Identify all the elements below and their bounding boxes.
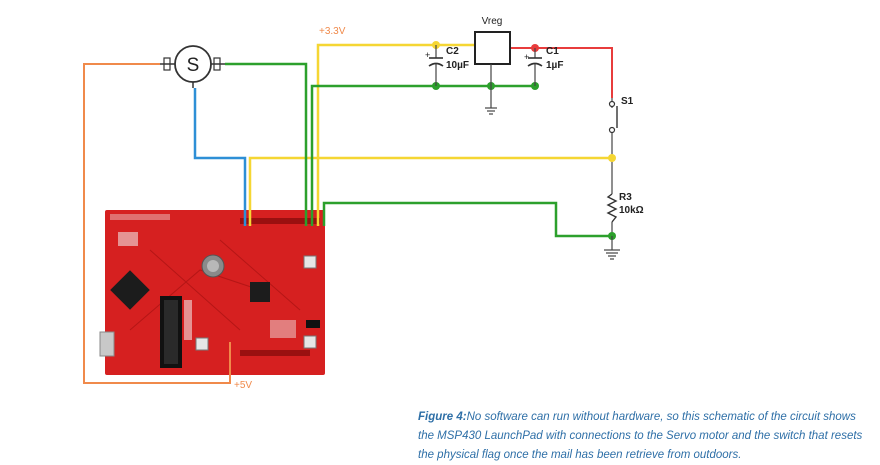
voltage-regulator: Vreg	[474, 16, 511, 108]
motor-symbol: S	[187, 55, 200, 76]
servo-motor: S	[160, 45, 225, 88]
board-usb	[99, 331, 115, 357]
capacitor-c1: + C1 1µF	[524, 46, 563, 86]
wire-orange-5v	[83, 63, 231, 384]
resistor-r3: R3 10kΩ	[606, 192, 644, 223]
switch-name: S1	[621, 96, 634, 107]
c1-name: C1	[546, 46, 559, 57]
ground-symbol	[604, 236, 620, 260]
capacitor-c2: + C2 10µF	[425, 45, 469, 86]
board-button-2	[303, 335, 317, 349]
c2-value: 10µF	[446, 60, 469, 71]
resistor-value: 10kΩ	[619, 205, 644, 216]
resistor-name: R3	[619, 192, 632, 203]
wire-green-gnd-bus	[310, 84, 535, 226]
c1-polarity: +	[524, 52, 529, 62]
wire-blue-signal	[193, 88, 247, 226]
wire-yellow-switch	[248, 156, 612, 226]
wire-green-motor-gnd	[225, 62, 308, 226]
switch-s1: S1	[608, 96, 634, 134]
board-chip-main	[250, 282, 270, 302]
wire-yellow-3v3	[316, 43, 475, 226]
c1-value: 1µF	[546, 60, 563, 71]
c2-polarity: +	[425, 50, 430, 60]
caption-text: No software can run without hardware, so…	[418, 411, 863, 461]
circuit-schematic: S Vreg + C2 10µF + C1 1µF	[83, 16, 644, 391]
wire-green-resistor-gnd	[322, 201, 612, 238]
rail-3v3-label: +3.3V	[319, 26, 346, 37]
board-button-1	[303, 255, 317, 269]
caption-label: Figure 4:	[418, 411, 467, 423]
board-button-3	[195, 337, 209, 351]
regulator-label: Vreg	[482, 16, 503, 27]
figure-caption: Figure 4:No software can run without har…	[418, 408, 864, 465]
wire-red-vout	[510, 47, 613, 98]
launchpad-board	[99, 210, 325, 375]
c2-name: C2	[446, 46, 459, 57]
junction-dot	[608, 154, 616, 162]
rail-5v-label: +5V	[234, 380, 252, 391]
ground-symbol	[485, 107, 497, 115]
